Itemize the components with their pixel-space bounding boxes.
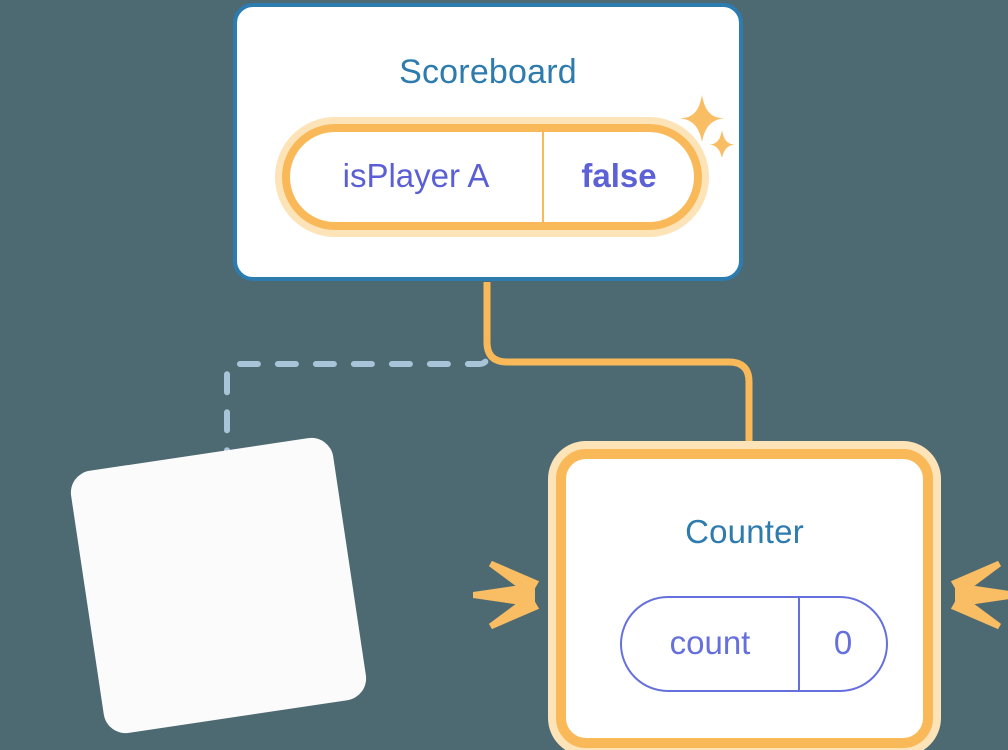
burst-ray <box>488 593 540 630</box>
connector-scoreboard-to-placeholder <box>224 283 490 473</box>
counter-title: Counter <box>685 513 804 550</box>
sparkle-small-icon <box>708 130 736 158</box>
scoreboard-prop-pill[interactable]: isPlayer A false <box>282 124 702 230</box>
burst-ray <box>473 583 535 607</box>
burst-ray <box>950 593 1002 630</box>
counter-card[interactable]: Counter count 0 <box>556 449 933 748</box>
counter-prop-pill[interactable]: count 0 <box>620 596 888 692</box>
connector-scoreboard-to-counter <box>483 282 753 470</box>
scoreboard-card[interactable]: Scoreboard isPlayer A false <box>233 3 743 281</box>
scoreboard-title: Scoreboard <box>399 53 577 91</box>
scoreboard-prop-value: false <box>581 157 657 194</box>
burst-counter-left <box>473 560 540 630</box>
counter-prop-value: 0 <box>833 623 853 661</box>
counter-prop-key: count <box>622 598 800 690</box>
scoreboard-prop-key: isPlayer A <box>290 132 544 222</box>
burst-counter-right <box>950 560 1008 630</box>
sparkle-large-icon <box>678 95 726 142</box>
